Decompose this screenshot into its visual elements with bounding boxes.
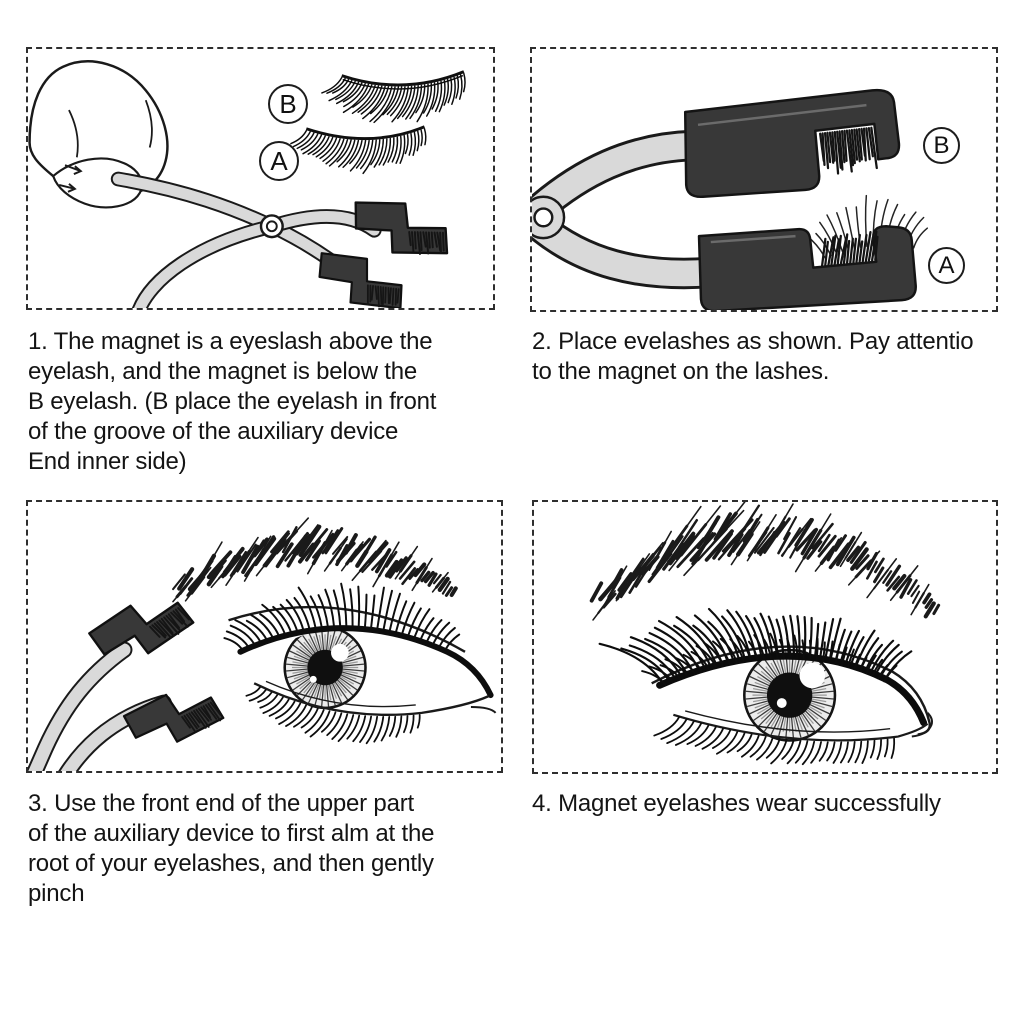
step-3-panel [26, 500, 503, 773]
magnet-clamp-a-icon [697, 194, 929, 310]
upper-lashes [598, 607, 913, 687]
caption-line: of the auxiliary device to first alm at … [28, 820, 435, 847]
caption-line: of the groove of the auxiliary device [28, 418, 399, 445]
press-arrow-icon [58, 183, 77, 193]
caption-line: eyelash, and the magnet is below the [28, 358, 418, 385]
eyebrow-icon [589, 502, 941, 621]
caption-line: 4. Magnet eyelashes wear successfully [532, 790, 941, 817]
applicator-tool-icon [28, 601, 225, 771]
caption-line: 2. Place evelashes as shown. Pay attenti… [532, 328, 974, 355]
caption-line: End inner side) [28, 448, 187, 475]
step-1-illustration [28, 60, 466, 308]
caption-line: B eyelash. (B place the eyelash in front [28, 388, 437, 415]
eyebrow-icon [172, 517, 458, 603]
lower-lid-line [673, 713, 929, 742]
inner-corner [911, 712, 934, 738]
caption-line: pinch [28, 880, 85, 907]
caption-line: 1. The magnet is a eyeslash above the [28, 328, 433, 355]
magnet-clamp-b-icon [683, 88, 901, 198]
step-4-caption: 4. Magnet eyelashes wear successfully [532, 789, 1024, 819]
upper-lash-line [237, 625, 494, 699]
waterline [265, 680, 416, 708]
step-2-caption: 2. Place evelashes as shown. Pay attenti… [532, 327, 1024, 387]
step-1-caption: 1. The magnet is a eyeslash above the ey… [28, 327, 518, 477]
waterline [685, 710, 891, 733]
magnet-clamp-icon [318, 252, 403, 308]
step-4-illustration [589, 502, 941, 766]
applicator-tool-icon [110, 171, 449, 308]
badge-b: B [923, 127, 960, 164]
lower-lid-line [253, 682, 490, 717]
applicator-tool-icon [532, 129, 725, 290]
magnet-clamp-icon [88, 601, 195, 656]
badge-a: A [259, 141, 299, 181]
magnet-bristles [820, 230, 879, 267]
caption-line: root of your eyelashes, and then gently [28, 850, 434, 877]
eye-icon [598, 607, 934, 766]
step-3-illustration [28, 517, 497, 771]
step-3-caption: 3. Use the front end of the upper part o… [28, 789, 518, 909]
magnet-clamp-icon [354, 201, 449, 255]
hand-icon [28, 60, 169, 209]
press-arrow-icon [64, 164, 83, 175]
lower-lashes [245, 686, 421, 745]
step-2-panel: B A [530, 47, 998, 312]
magnet-clamp-icon [122, 693, 225, 743]
step-4-panel [532, 500, 998, 774]
iris [283, 627, 367, 710]
eye-icon [223, 582, 497, 745]
iris [743, 648, 837, 742]
step-1-panel: B A [26, 47, 495, 310]
inner-corner [470, 705, 497, 714]
step-2-illustration [532, 88, 929, 310]
caption-line: 3. Use the front end of the upper part [28, 790, 414, 817]
caption-line: to the magnet on the lashes. [532, 358, 830, 385]
upper-lashes [223, 582, 461, 651]
magnet-bristles [819, 126, 878, 175]
lower-lashes [653, 715, 896, 766]
badge-a: A [928, 247, 965, 284]
badge-b: B [268, 84, 308, 124]
lash-strips-icon [290, 70, 466, 175]
